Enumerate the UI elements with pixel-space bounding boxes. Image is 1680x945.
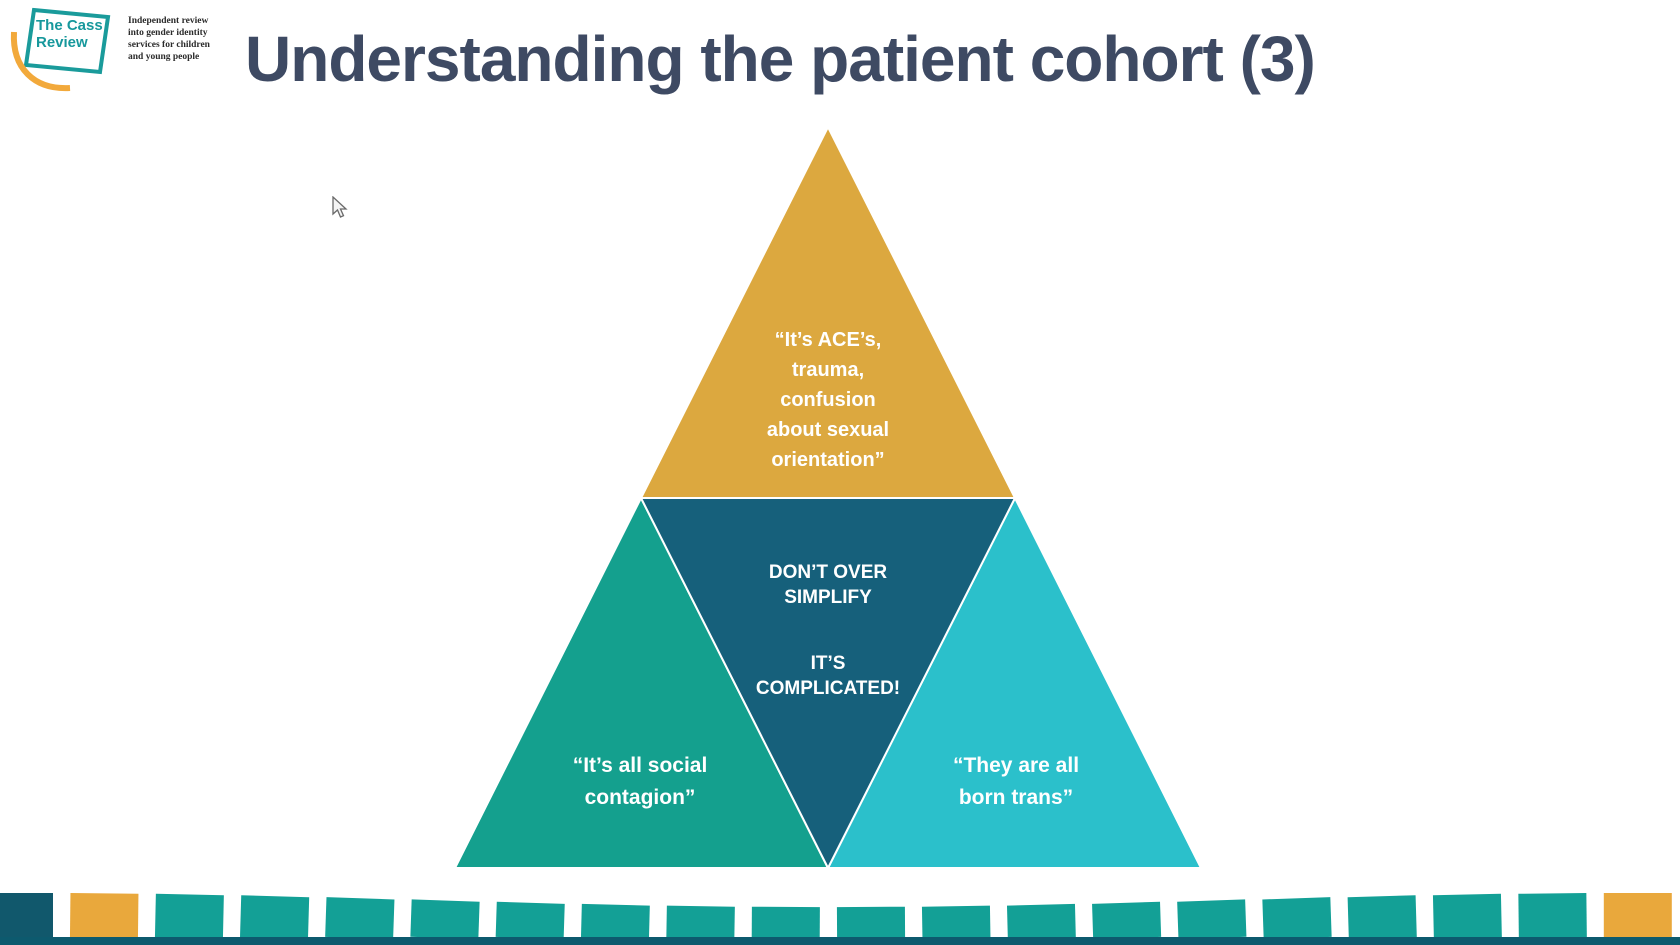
footer-strip-piece (1432, 893, 1502, 939)
footer-strip-piece (240, 895, 310, 939)
pyramid-center-label-line1: DON’T OVER SIMPLIFY (768, 561, 888, 609)
logo-tagline: Independent review into gender identity … (128, 16, 210, 62)
footer-strip-piece (0, 893, 53, 938)
mouse-cursor-arrow (332, 196, 348, 218)
pyramid-center-label: DON’T OVER SIMPLIFY IT’S COMPLICATED! (738, 534, 918, 727)
footer-strip-piece (1347, 895, 1417, 939)
pyramid-right-label: “They are all born trans” (952, 754, 1080, 809)
pyramid-center-section (640, 497, 1016, 869)
footer-strip-piece (69, 893, 139, 939)
footer-strip-piece (495, 901, 565, 940)
footer-strip-piece (1603, 893, 1672, 938)
footer-strip-piece (1092, 901, 1162, 940)
pyramid-top-label: “It’s ACE’s, trauma, confusion about sex… (766, 329, 890, 471)
footer-strip-piece (666, 905, 735, 939)
footer-strip-piece (325, 897, 395, 940)
footer-bottom-bar (0, 937, 1680, 945)
footer-strip-piece (1006, 903, 1076, 939)
footer-strip-piece (1518, 893, 1587, 939)
footer-strip-pieces (0, 893, 1672, 940)
cass-review-logo: The Cass Review Independent review into … (6, 4, 236, 100)
logo-wordmark: The Cass Review (36, 17, 103, 52)
footer-strip-piece (1262, 897, 1332, 940)
pyramid-center-label-line2: IT’S COMPLICATED! (755, 652, 901, 700)
footer-strip-piece (410, 899, 480, 940)
mouse-cursor (332, 196, 348, 218)
logo-square-outline (23, 7, 111, 75)
footer-strip-piece (580, 903, 650, 939)
footer-strip-piece (751, 906, 820, 939)
logo-orange-swoosh (10, 31, 71, 92)
cass-review-logo-mark (10, 7, 111, 92)
pyramid-left-label: “It’s all social contagion” (572, 754, 708, 809)
footer-strip-piece (154, 893, 224, 939)
footer-strip-piece (921, 905, 991, 939)
slide-title: Understanding the patient cohort (3) (245, 23, 1316, 95)
footer-strip-piece (1177, 899, 1247, 940)
footer-strip-piece (836, 906, 906, 939)
